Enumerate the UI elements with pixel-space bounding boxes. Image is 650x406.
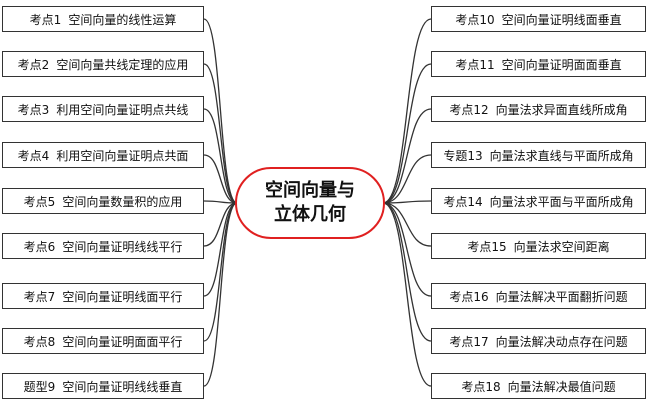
connector-line [382,202,432,342]
node-title: 空间向量证明线线垂直 [62,379,183,394]
connector-line [382,200,432,204]
connector-line [382,154,432,204]
connector-line [203,200,238,204]
node-code: 考点10 [455,12,495,27]
connector-line [203,202,238,387]
node-title: 空间向量证明线线平行 [62,239,183,254]
node-title: 向量法求空间距离 [513,239,610,254]
node-code: 考点6 [23,239,56,254]
node-title: 向量法解决平面翻折问题 [495,289,628,304]
connector-line [382,202,432,247]
node-title: 利用空间向量证明点共线 [56,102,189,117]
node-code: 考点1 [29,12,62,27]
node-code: 考点2 [17,57,50,72]
node-code: 考点11 [455,57,495,72]
node-code: 考点17 [449,334,489,349]
left-node: 考点6 空间向量证明线线平行 [2,233,204,259]
right-node: 考点17 向量法解决动点存在问题 [431,328,646,354]
node-code: 考点7 [23,289,56,304]
node-title: 空间向量数量积的应用 [62,194,183,209]
connector-line [382,202,432,297]
node-code: 题型9 [23,379,56,394]
node-title: 空间向量证明线面垂直 [501,12,622,27]
left-node: 考点3 利用空间向量证明点共线 [2,96,204,122]
connector-line [382,63,432,204]
node-code: 考点5 [23,194,56,209]
node-code: 考点3 [17,102,50,117]
left-node: 考点2 空间向量共线定理的应用 [2,51,204,77]
connector-line [382,202,432,387]
left-node: 题型9 空间向量证明线线垂直 [2,373,204,399]
right-node: 考点14 向量法求平面与平面所成角 [431,188,646,214]
left-node: 考点1 空间向量的线性运算 [2,6,204,32]
center-topic-line2: 立体几何 [274,204,346,225]
center-topic: 空间向量与 立体几何 [235,167,385,239]
connector-line [203,202,238,297]
connector-line [382,108,432,204]
node-code: 考点12 [449,102,489,117]
right-node: 考点10 空间向量证明线面垂直 [431,6,646,32]
right-node: 考点12 向量法求异面直线所成角 [431,96,646,122]
node-title: 向量法解决动点存在问题 [495,334,628,349]
right-node: 专题13 向量法求直线与平面所成角 [431,142,646,168]
node-title: 空间向量共线定理的应用 [56,57,189,72]
left-node: 考点4 利用空间向量证明点共面 [2,142,204,168]
connector-line [203,202,238,247]
node-title: 向量法求平面与平面所成角 [489,194,634,209]
node-code: 考点14 [443,194,483,209]
node-code: 考点16 [449,289,489,304]
node-title: 向量法求直线与平面所成角 [489,148,634,163]
node-code: 考点4 [17,148,50,163]
left-node: 考点8 空间向量证明面面平行 [2,328,204,354]
node-title: 空间向量证明面面垂直 [501,57,622,72]
right-node: 考点16 向量法解决平面翻折问题 [431,283,646,309]
node-title: 空间向量证明线面平行 [62,289,183,304]
node-code: 专题13 [443,148,483,163]
right-node: 考点11 空间向量证明面面垂直 [431,51,646,77]
connector-line [203,18,238,204]
node-code: 考点8 [23,334,56,349]
left-node: 考点5 空间向量数量积的应用 [2,188,204,214]
right-node: 考点18 向量法解决最值问题 [431,373,646,399]
connector-line [203,154,238,204]
left-node: 考点7 空间向量证明线面平行 [2,283,204,309]
connector-line [382,18,432,204]
connector-line [203,108,238,204]
node-title: 利用空间向量证明点共面 [56,148,189,163]
node-code: 考点15 [467,239,507,254]
connector-line [203,63,238,204]
node-code: 考点18 [461,379,501,394]
center-topic-line1: 空间向量与 [265,180,355,201]
node-title: 向量法解决最值问题 [507,379,616,394]
node-title: 向量法求异面直线所成角 [495,102,628,117]
node-title: 空间向量证明面面平行 [62,334,183,349]
node-title: 空间向量的线性运算 [68,12,177,27]
right-node: 考点15 向量法求空间距离 [431,233,646,259]
